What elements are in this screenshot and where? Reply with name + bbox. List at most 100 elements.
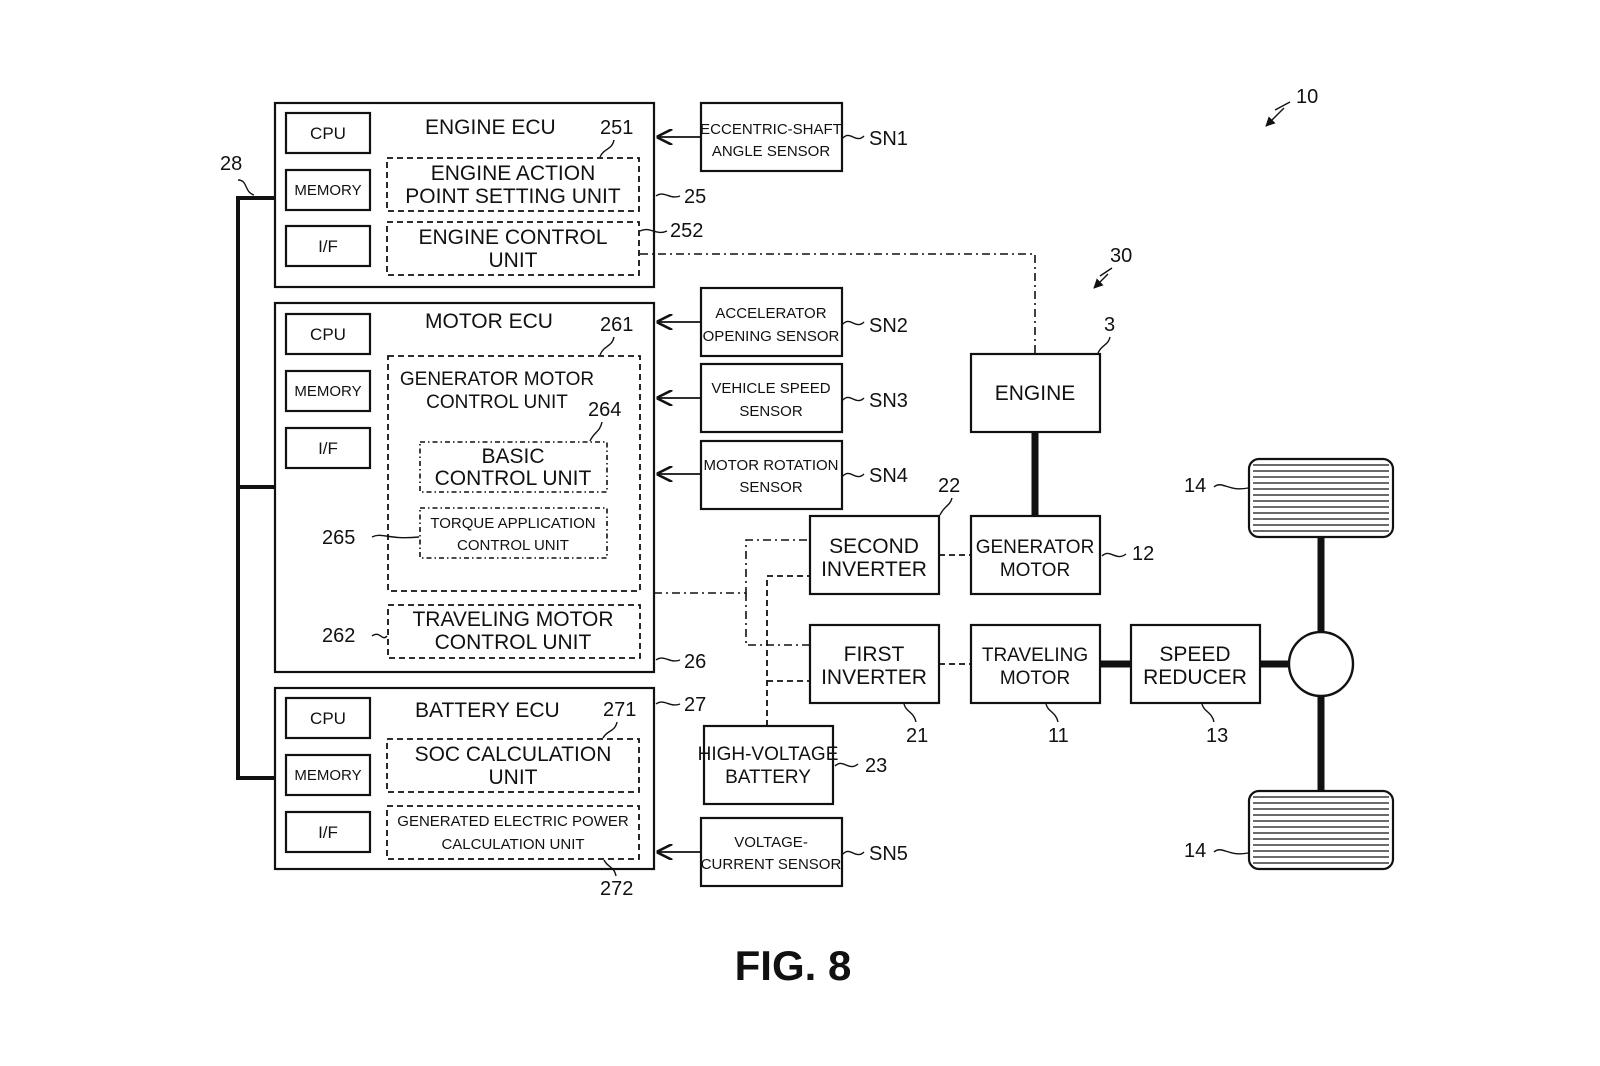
svg-text:CPU: CPU [310, 709, 346, 728]
svg-text:GENERATOR: GENERATOR [976, 537, 1095, 558]
svg-text:ECCENTRIC-SHAFT: ECCENTRIC-SHAFT [700, 121, 842, 138]
svg-text:13: 13 [1206, 725, 1228, 747]
svg-text:I/F: I/F [318, 237, 338, 256]
traveling-motor-control-unit: TRAVELING MOTOR CONTROL UNIT [387, 604, 641, 659]
accelerator-opening-sensor: ACCELERATOR OPENING SENSOR SN2 [658, 286, 908, 358]
battery-ecu-memory: MEMORY [284, 753, 372, 797]
svg-text:GENERATED ELECTRIC POWER: GENERATED ELECTRIC POWER [397, 813, 629, 830]
svg-text:SENSOR: SENSOR [739, 403, 803, 420]
figure-label: FIG. 8 [735, 942, 852, 989]
svg-text:272: 272 [600, 878, 633, 900]
svg-text:CPU: CPU [310, 325, 346, 344]
svg-text:252: 252 [670, 220, 703, 242]
svg-text:I/F: I/F [318, 823, 338, 842]
svg-text:CURRENT SENSOR: CURRENT SENSOR [701, 856, 842, 873]
generated-electric-power-calculation-unit: GENERATED ELECTRIC POWER CALCULATION UNI… [386, 805, 640, 860]
svg-text:BATTERY: BATTERY [725, 767, 811, 788]
wheel-top: 14 [1184, 457, 1395, 539]
svg-text:CPU: CPU [310, 124, 346, 143]
second-inverter: SECOND INVERTER 22 [808, 475, 960, 596]
svg-text:POINT SETTING UNIT: POINT SETTING UNIT [405, 185, 621, 208]
communication-bus: 28 [220, 153, 277, 780]
power-lines [766, 554, 971, 726]
svg-text:SN5: SN5 [869, 843, 908, 865]
drive-shafts [1100, 538, 1325, 790]
svg-text:TRAVELING MOTOR: TRAVELING MOTOR [412, 608, 613, 631]
svg-text:21: 21 [906, 725, 928, 747]
svg-text:SENSOR: SENSOR [739, 479, 803, 496]
differential [1287, 630, 1355, 698]
svg-text:CONTROL UNIT: CONTROL UNIT [435, 467, 592, 490]
high-voltage-battery: HIGH-VOLTAGE BATTERY 23 [698, 724, 887, 806]
svg-text:MOTOR: MOTOR [1000, 560, 1070, 581]
svg-text:MEMORY: MEMORY [294, 767, 361, 784]
svg-text:CONTROL UNIT: CONTROL UNIT [426, 392, 568, 413]
svg-text:10: 10 [1296, 86, 1318, 108]
generator-motor: GENERATOR MOTOR 12 [969, 514, 1154, 596]
svg-text:11: 11 [1048, 725, 1069, 747]
battery-ecu-interface: I/F [284, 810, 372, 854]
engine-ecu: ENGINE ECU CPU MEMORY I/F ENGINE ACTION … [273, 101, 706, 289]
svg-text:3: 3 [1104, 314, 1115, 336]
svg-text:25: 25 [684, 186, 706, 208]
engine-ecu-cpu: CPU [284, 111, 372, 155]
svg-text:SECOND: SECOND [829, 535, 919, 558]
svg-text:SN4: SN4 [869, 465, 908, 487]
svg-text:MEMORY: MEMORY [294, 182, 361, 199]
generator-motor-control-unit: GENERATOR MOTOR CONTROL UNIT [387, 355, 641, 592]
battery-ecu-cpu: CPU [284, 696, 372, 740]
motor-ecu-interface: I/F [284, 426, 372, 470]
svg-text:MOTOR ROTATION: MOTOR ROTATION [704, 457, 839, 474]
system-ref: 10 [1266, 86, 1318, 126]
svg-text:27: 27 [684, 694, 706, 716]
svg-text:14: 14 [1184, 840, 1206, 862]
svg-text:SPEED: SPEED [1159, 643, 1230, 666]
svg-text:28: 28 [220, 153, 242, 175]
svg-text:SN2: SN2 [869, 315, 908, 337]
svg-text:SOC CALCULATION: SOC CALCULATION [415, 743, 612, 766]
engine: ENGINE 3 [969, 314, 1115, 434]
svg-text:INVERTER: INVERTER [821, 558, 927, 581]
svg-text:INVERTER: INVERTER [821, 666, 927, 689]
svg-text:ANGLE SENSOR: ANGLE SENSOR [712, 143, 831, 160]
svg-text:271: 271 [603, 699, 636, 721]
motor-ecu-cpu: CPU [284, 312, 372, 356]
svg-text:VOLTAGE-: VOLTAGE- [734, 834, 808, 851]
svg-text:OPENING SENSOR: OPENING SENSOR [703, 328, 840, 345]
eccentric-shaft-angle-sensor: ECCENTRIC-SHAFT ANGLE SENSOR SN1 [658, 101, 908, 173]
speed-reducer: SPEED REDUCER 13 [1129, 623, 1262, 747]
vehicle-speed-sensor: VEHICLE SPEED SENSOR SN3 [658, 362, 908, 434]
control-signal-lines [640, 253, 1036, 646]
motor-ecu: MOTOR ECU CPU MEMORY I/F GENERATOR MOTOR… [273, 301, 706, 674]
svg-text:BASIC: BASIC [481, 445, 544, 468]
motor-rotation-sensor: MOTOR ROTATION SENSOR SN4 [658, 439, 908, 511]
first-inverter: FIRST INVERTER 21 [808, 623, 941, 747]
wheel-bottom: 14 [1184, 789, 1395, 871]
svg-text:MOTOR ECU: MOTOR ECU [425, 310, 553, 333]
svg-text:UNIT: UNIT [489, 766, 538, 789]
svg-text:SN1: SN1 [869, 128, 908, 150]
svg-text:CALCULATION UNIT: CALCULATION UNIT [441, 836, 584, 853]
svg-text:ENGINE CONTROL: ENGINE CONTROL [418, 226, 607, 249]
svg-text:MOTOR: MOTOR [1000, 668, 1070, 689]
battery-ecu: BATTERY ECU CPU MEMORY I/F SOC CALCULATI… [273, 686, 706, 900]
svg-text:26: 26 [684, 651, 706, 673]
svg-text:265: 265 [322, 527, 355, 549]
engine-ecu-interface: I/F [284, 224, 372, 268]
motor-ecu-memory: MEMORY [284, 369, 372, 413]
torque-application-control-unit: TORQUE APPLICATION CONTROL UNIT [419, 507, 608, 559]
svg-text:GENERATOR MOTOR: GENERATOR MOTOR [400, 369, 594, 390]
svg-text:14: 14 [1184, 475, 1206, 497]
svg-text:30: 30 [1110, 245, 1132, 267]
svg-text:CONTROL UNIT: CONTROL UNIT [457, 537, 569, 554]
svg-text:TORQUE APPLICATION: TORQUE APPLICATION [430, 515, 595, 532]
soc-calculation-unit: SOC CALCULATION UNIT [386, 738, 640, 793]
drive-unit-ref: 30 [1094, 245, 1132, 288]
engine-control-unit: ENGINE CONTROL UNIT [386, 221, 640, 276]
svg-text:ENGINE ECU: ENGINE ECU [425, 116, 556, 139]
svg-text:SN3: SN3 [869, 390, 908, 412]
svg-text:HIGH-VOLTAGE: HIGH-VOLTAGE [698, 744, 839, 765]
svg-text:12: 12 [1132, 543, 1154, 565]
svg-text:MEMORY: MEMORY [294, 383, 361, 400]
